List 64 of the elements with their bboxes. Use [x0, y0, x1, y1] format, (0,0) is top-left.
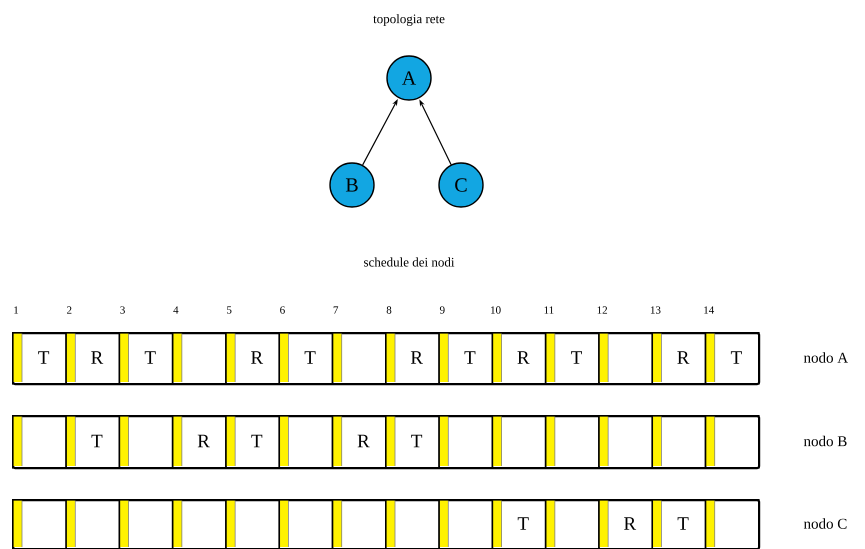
- slot-number: 9: [440, 306, 445, 314]
- schedule-cell: [598, 332, 654, 385]
- slot-number: 4: [173, 306, 178, 314]
- schedule-cell: R: [332, 415, 387, 469]
- schedule-cell: [118, 415, 174, 469]
- schedule-cell: [172, 499, 227, 549]
- schedule-cell: T: [118, 332, 174, 385]
- schedule-cell: [438, 415, 494, 469]
- slot-number: 10: [491, 306, 501, 314]
- schedule-cell: T: [65, 415, 120, 469]
- slot-number: 12: [598, 306, 608, 314]
- schedule-cell: [65, 499, 120, 549]
- schedule-cell: T: [278, 332, 334, 385]
- schedule-row: [12, 499, 760, 549]
- schedule-cell: R: [385, 332, 440, 385]
- section-heading: schedule dei nodi: [364, 257, 454, 267]
- schedule-cell: R: [492, 332, 546, 385]
- schedule-cell: R: [65, 332, 120, 385]
- slot-number: 13: [650, 306, 660, 314]
- schedule-row: [12, 332, 760, 386]
- schedule-cell: [704, 415, 760, 469]
- schedule-cell: [172, 332, 227, 385]
- schedule-cell: [544, 499, 600, 549]
- schedule-cell: T: [492, 499, 546, 549]
- slot-number: 8: [386, 306, 392, 314]
- slot-number: 3: [120, 306, 125, 314]
- schedule-cell: [332, 332, 387, 385]
- schedule-cell: [385, 499, 440, 549]
- title: topologia rete: [373, 14, 444, 26]
- schedule-cell: T: [438, 332, 494, 385]
- row-label: nodo A: [804, 352, 848, 363]
- schedule-cell: R: [172, 415, 227, 469]
- schedule-cell: [225, 499, 280, 549]
- schedule-cell: [278, 415, 334, 469]
- schedule-cell: [492, 415, 546, 469]
- schedule-cell: [438, 499, 494, 549]
- slot-number: 14: [704, 306, 714, 314]
- slot-number: 7: [334, 306, 338, 314]
- schedule-cell: [704, 499, 760, 549]
- schedule-cell: T: [385, 415, 440, 469]
- schedule-cell: [651, 415, 706, 469]
- schedule-cell: T: [544, 332, 600, 385]
- schedule-cell: R: [651, 332, 706, 385]
- schedule-cell: [278, 499, 334, 549]
- schedule-cell: T: [651, 499, 706, 549]
- schedule-cell: T: [12, 332, 67, 385]
- schedule-cell: [544, 415, 600, 469]
- slot-number: 6: [280, 306, 285, 314]
- schedule-cell: [118, 499, 174, 549]
- schedule-cell: T: [225, 415, 280, 469]
- schedule-cell: R: [225, 332, 280, 385]
- schedule-cell: [12, 415, 67, 469]
- schedule-row: [12, 415, 760, 470]
- schedule-cell: R: [598, 499, 654, 549]
- slot-number: 11: [544, 306, 554, 314]
- slot-number: 5: [227, 306, 232, 314]
- schedule-cell: T: [704, 332, 760, 385]
- row-label: nodo C: [804, 518, 846, 529]
- schedule-cell: [598, 415, 654, 469]
- row-label: nodo B: [804, 436, 847, 446]
- schedule-cell: [332, 499, 387, 549]
- slot-number: 2: [67, 306, 72, 314]
- slot-number: 1: [14, 306, 18, 314]
- schedule-cell: [12, 499, 67, 549]
